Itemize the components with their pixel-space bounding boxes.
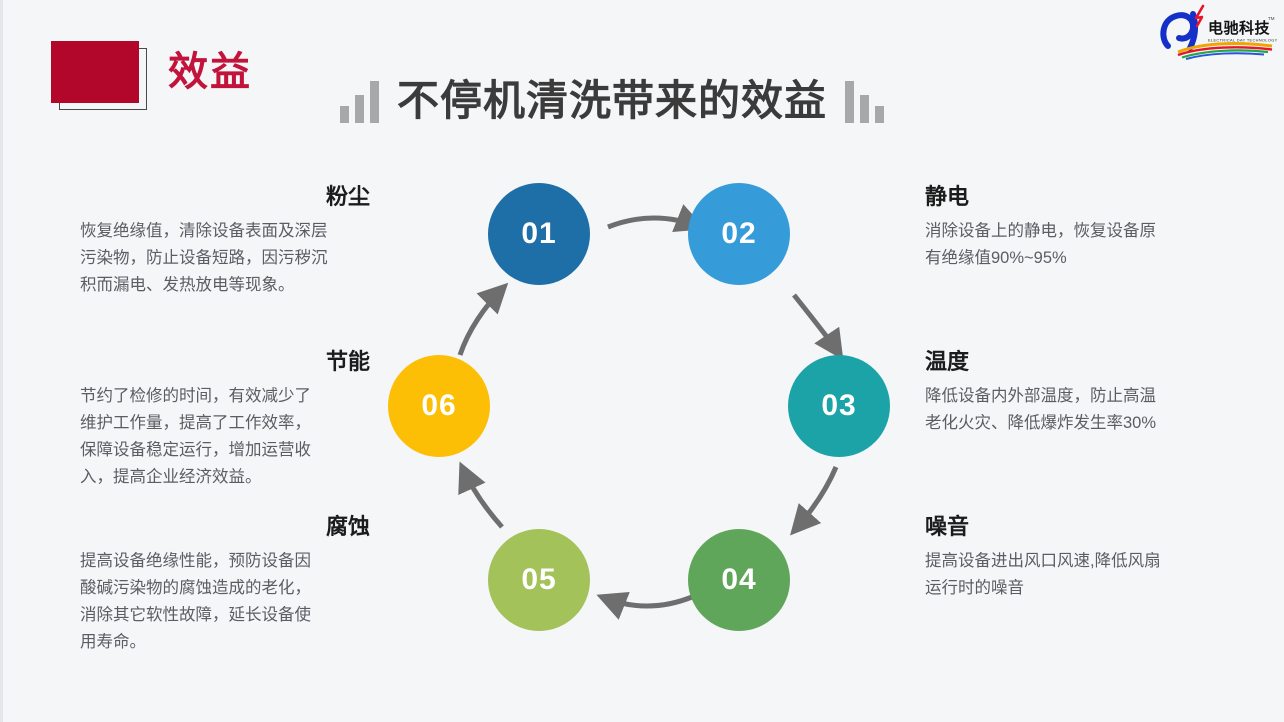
svg-text:电驰科技: 电驰科技 <box>1208 19 1271 37</box>
benefit-body-energy-saving: 节约了检修的时间，有效减少了 维护工作量，提高了工作效率， 保障设备稳定运行，增… <box>80 387 311 486</box>
dianchi-technology-logo: 电驰科技 ELECTRICAL DAY TECHNOLOGY TM <box>1156 2 1278 60</box>
benefit-title-dust: 粉尘 <box>325 184 370 209</box>
cycle-node-05[interactable]: 05 <box>488 529 590 631</box>
benefit-title-energy-saving: 节能 <box>325 349 370 374</box>
cycle-node-01-label: 01 <box>521 217 557 250</box>
process-cycle-diagram: 01 02 03 04 05 06 <box>370 165 930 665</box>
benefit-title-static: 静电 <box>925 184 970 209</box>
cycle-node-04[interactable]: 04 <box>688 529 790 631</box>
cycle-node-05-label: 05 <box>521 563 557 596</box>
left-edge-rule <box>0 0 3 722</box>
benefit-block-temperature: 温度 降低设备内外部温度，防止高温 老化火灾、降低爆炸发生率30% <box>925 347 1215 437</box>
benefit-body-temperature: 降低设备内外部温度，防止高温 老化火灾、降低爆炸发生率30% <box>925 387 1157 432</box>
header-kicker: 效益 <box>168 50 252 94</box>
cycle-node-04-label: 04 <box>721 563 757 596</box>
cycle-node-06[interactable]: 06 <box>388 355 490 457</box>
svg-text:ELECTRICAL DAY TECHNOLOGY: ELECTRICAL DAY TECHNOLOGY <box>1208 38 1278 43</box>
benefit-title-temperature: 温度 <box>925 349 970 374</box>
benefit-body-static: 消除设备上的静电，恢复设备原 有绝缘值90%~95% <box>925 222 1156 267</box>
ascending-bars-icon <box>340 77 379 127</box>
benefit-title-noise: 噪音 <box>925 514 970 539</box>
benefit-block-corrosion: 腐蚀 提高设备绝缘性能，预防设备因 酸碱污染物的腐蚀造成的老化， 消除其它软性故… <box>80 512 370 656</box>
benefit-body-corrosion: 提高设备绝缘性能，预防设备因 酸碱污染物的腐蚀造成的老化， 消除其它软性故障，延… <box>80 552 311 651</box>
cycle-node-03-label: 03 <box>821 389 857 422</box>
cycle-node-02-label: 02 <box>721 217 757 250</box>
benefit-block-dust: 粉尘 恢复绝缘值，清除设备表面及深层 污染物，防止设备短路，因污秽沉 积而漏电、… <box>80 182 370 299</box>
benefit-block-noise: 噪音 提高设备进出风口风速,降低风扇 运行时的噪音 <box>925 512 1215 602</box>
cycle-node-03[interactable]: 03 <box>788 355 890 457</box>
cycle-node-01[interactable]: 01 <box>488 183 590 285</box>
cycle-node-02[interactable]: 02 <box>688 183 790 285</box>
benefit-body-noise: 提高设备进出风口风速,降低风扇 运行时的噪音 <box>925 552 1161 597</box>
benefit-title-corrosion: 腐蚀 <box>325 514 370 539</box>
cycle-node-06-label: 06 <box>421 389 457 422</box>
descending-bars-icon <box>845 77 885 127</box>
header-accent-square <box>51 41 139 103</box>
page-title: 不停机清洗带来的效益 <box>397 77 828 124</box>
header-title-group: 不停机清洗带来的效益 <box>340 65 885 127</box>
benefit-body-dust: 恢复绝缘值，清除设备表面及深层 污染物，防止设备短路，因污秽沉 积而漏电、发热放… <box>80 222 328 294</box>
benefit-block-static: 静电 消除设备上的静电，恢复设备原 有绝缘值90%~95% <box>925 182 1215 272</box>
svg-text:TM: TM <box>1268 16 1275 21</box>
benefit-block-energy-saving: 节能 节约了检修的时间，有效减少了 维护工作量，提高了工作效率， 保障设备稳定运… <box>80 347 370 491</box>
